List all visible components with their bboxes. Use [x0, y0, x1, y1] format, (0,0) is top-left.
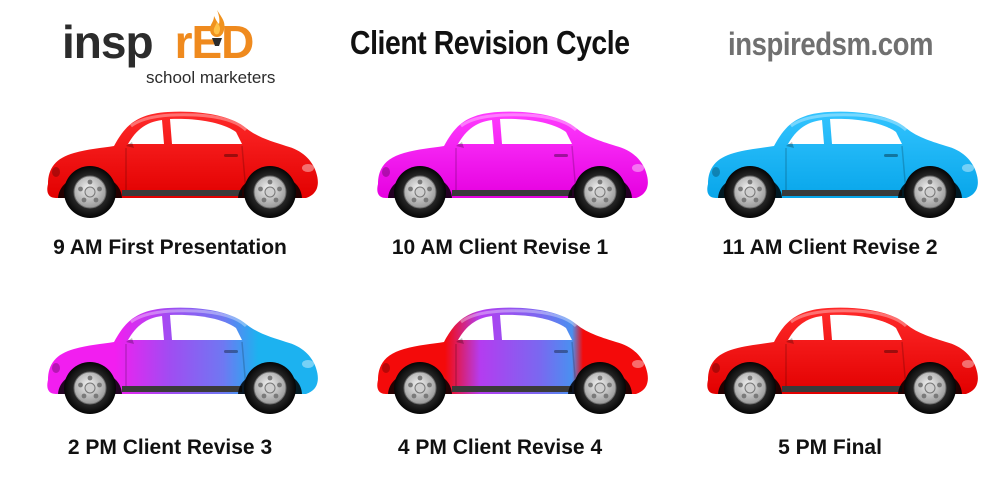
logo-text-part1: insp	[62, 16, 154, 68]
car-card-4: 2 PM Client Revise 3	[20, 296, 320, 459]
car-icon	[705, 306, 980, 416]
header: insprED school marketers Client Revision…	[0, 0, 1000, 100]
car-icon	[45, 110, 320, 220]
car-card-6: 5 PM Final	[680, 296, 980, 459]
car-card-1: 9 AM First Presentation	[20, 100, 320, 260]
car-caption-4: 2 PM Client Revise 3	[67, 436, 273, 459]
page-title: Client Revision Cycle	[350, 24, 630, 61]
flame-torch-icon	[210, 10, 225, 46]
car-caption-5: 4 PM Client Revise 4	[397, 436, 603, 459]
car-icon	[705, 110, 980, 220]
car-caption-3: 11 AM Client Revise 2	[722, 236, 938, 259]
car-card-2: 10 AM Client Revise 1	[350, 100, 650, 260]
website-url: inspiredsm.com	[728, 26, 934, 62]
car-card-5: 4 PM Client Revise 4	[350, 296, 650, 459]
car-caption-1: 9 AM First Presentation	[53, 236, 287, 259]
car-icon	[375, 306, 650, 416]
logo-tagline: school marketers	[146, 68, 276, 87]
car-caption-2: 10 AM Client Revise 1	[391, 236, 609, 259]
car-icon	[375, 110, 650, 220]
car-icon	[45, 306, 320, 416]
car-card-3: 11 AM Client Revise 2	[680, 100, 980, 260]
car-caption-6: 5 PM Final	[778, 436, 882, 459]
brand-logo: insprED school marketers	[62, 8, 276, 92]
